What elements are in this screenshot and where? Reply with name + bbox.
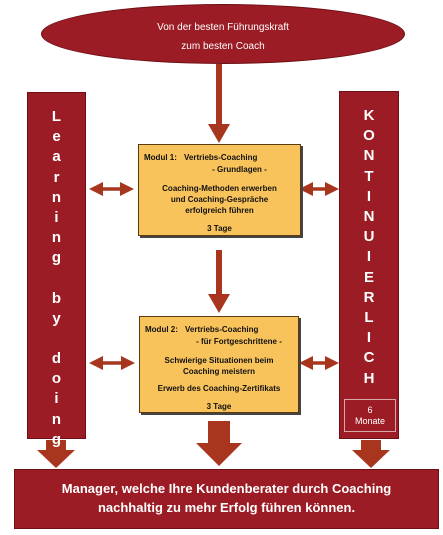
- module-1-header: Modul 1: Vertriebs-Coaching: [144, 153, 257, 162]
- module-2-header: Modul 2: Vertriebs-Coaching: [145, 325, 258, 334]
- vertical-letter: r: [53, 168, 60, 186]
- module-2-description-line-2: Coaching meistern: [182, 367, 255, 376]
- vertical-letter: U: [363, 228, 375, 246]
- vertical-letter: R: [363, 288, 375, 306]
- vertical-letter: E: [363, 268, 374, 286]
- vertical-letter: L: [364, 309, 374, 327]
- vertical-letter: g: [51, 430, 62, 448]
- header-ellipse: Von der besten Führungskraft zum besten …: [41, 4, 405, 64]
- module-2-number: Modul 2:: [145, 325, 178, 334]
- vertical-letter: e: [52, 128, 61, 146]
- vertical-letter: i: [54, 209, 59, 227]
- vertical-letter: I: [366, 329, 372, 347]
- header-line-2: zum besten Coach: [181, 41, 265, 52]
- module-1-description-line-1: Coaching-Methoden erwerben: [162, 184, 277, 193]
- header-line-1: Von der besten Führungskraft: [157, 22, 289, 33]
- result-line-2: nachhaltig zu mehr Erfolg führen können.: [97, 500, 356, 515]
- arrow-ellipse-to-module1: [208, 64, 230, 143]
- vertical-letter: C: [363, 349, 375, 367]
- vertical-letter: I: [366, 187, 372, 205]
- vertical-letter: N: [363, 147, 375, 165]
- module-2-box: Modul 2: Vertriebs-Coaching - für Fortges…: [139, 316, 299, 413]
- arrow-module2-to-result: [196, 421, 242, 466]
- module-2-title: Vertriebs-Coaching: [185, 325, 259, 334]
- vertical-letter: L: [51, 108, 62, 125]
- arrow-right-column-to-result: [352, 440, 390, 468]
- word-gap: [28, 329, 85, 349]
- module-1-description-line-3: erfolgreich führen: [185, 206, 254, 215]
- vertical-letter: o: [51, 370, 62, 388]
- module-1-subtitle: - Grundlagen -: [212, 165, 267, 174]
- result-bar: Manager, welche Ihre Kundenberater durch…: [14, 469, 439, 529]
- vertical-letter: d: [51, 350, 62, 368]
- duration-number: 6: [367, 405, 373, 415]
- duration-box: 6 Monate: [344, 399, 396, 432]
- vertical-letter: n: [51, 410, 62, 428]
- result-line-1: Manager, welche Ihre Kundenberater durch…: [61, 481, 392, 496]
- vertical-letter: I: [366, 248, 372, 266]
- vertical-letter: N: [363, 208, 375, 226]
- module-1-description-line-2: und Coaching-Gespräche: [170, 195, 269, 204]
- duration-unit: Monate: [354, 416, 386, 426]
- module-1-number: Modul 1:: [144, 153, 177, 162]
- vertical-letter: K: [363, 107, 375, 124]
- vertical-letter: a: [52, 148, 61, 166]
- vertical-letter: T: [364, 167, 374, 185]
- module-1-duration: 3 Tage: [207, 224, 232, 233]
- module-1-box: Modul 1: Vertriebs-Coaching - Grundlagen …: [138, 144, 301, 236]
- vertical-letter: g: [51, 249, 62, 267]
- vertical-letter: i: [54, 390, 59, 408]
- vertical-letter: b: [51, 289, 62, 307]
- vertical-letter: H: [363, 369, 375, 387]
- arrow-module1-to-module2: [208, 250, 230, 313]
- vertical-letter: n: [51, 229, 62, 247]
- vertical-letter: n: [51, 188, 62, 206]
- module-2-description-line-1: Schwierige Situationen beim: [164, 356, 274, 365]
- arrow-left-column-to-result: [37, 440, 75, 468]
- module-2-certificate: Erwerb des Coaching-Zertifikats: [157, 384, 281, 393]
- vertical-letter: y: [52, 309, 61, 327]
- module-2-subtitle: - für Fortgeschrittene -: [196, 337, 282, 346]
- module-2-duration: 3 Tage: [206, 402, 232, 411]
- vertical-letter: O: [363, 127, 375, 145]
- word-gap: [28, 269, 85, 289]
- module-1-title: Vertriebs-Coaching: [184, 153, 258, 162]
